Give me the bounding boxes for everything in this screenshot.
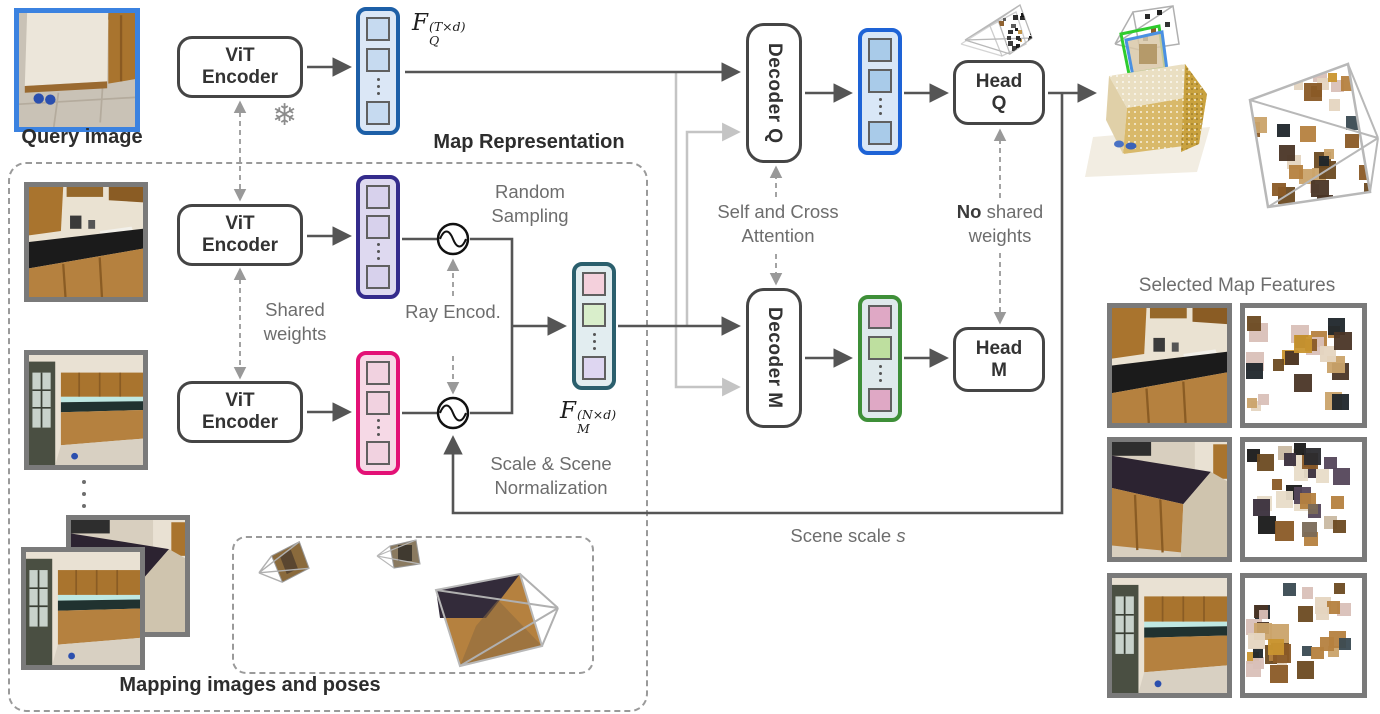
selected-map-features-title: Selected Map Features xyxy=(1138,275,1336,296)
scene-scale-label: Scene scale s xyxy=(790,525,906,546)
decoder-m: Decoder M xyxy=(746,288,802,428)
selected-patches-1 xyxy=(1240,303,1367,428)
selected-image-1 xyxy=(1107,303,1232,428)
ray-encod-label: Ray Encod. xyxy=(405,301,501,322)
map-feature-column-purple xyxy=(356,175,400,299)
selected-image-3 xyxy=(1107,573,1232,698)
selected-patches-3 xyxy=(1240,573,1367,698)
selected-patches-2 xyxy=(1240,437,1367,562)
decoded-query-column xyxy=(858,28,902,155)
query-image xyxy=(14,8,140,132)
no-shared-weights-label: No shared weights xyxy=(956,201,1044,246)
fm-label: F(N×d)M xyxy=(560,398,617,437)
query-image-label: Query image xyxy=(21,126,143,148)
camera-poses-visualization xyxy=(258,539,559,668)
map-feature-column-pink xyxy=(356,351,400,475)
ray-encoding-icon-2 xyxy=(436,396,470,430)
mapping-image-1 xyxy=(24,182,148,302)
ray-encoding-icon-1 xyxy=(436,222,470,256)
mapping-image-3 xyxy=(21,547,145,670)
poses-region xyxy=(232,536,594,674)
query-feature-column xyxy=(356,7,400,135)
shared-weights-label: Shared weights xyxy=(263,299,327,344)
fq-label: F(T×d)Q xyxy=(412,10,466,49)
decoded-map-column xyxy=(858,295,902,422)
scene-point-cloud xyxy=(1085,5,1210,177)
decoder-q: Decoder Q xyxy=(746,23,802,163)
mapping-image-2 xyxy=(24,350,148,470)
selected-image-2 xyxy=(1107,437,1232,562)
self-cross-attention-label: Self and Cross Attention xyxy=(717,201,839,246)
more-images-ellipsis xyxy=(82,492,86,496)
map-features-frustum-wireframe xyxy=(1248,62,1379,209)
random-sampling-label: Random Sampling xyxy=(491,181,569,226)
mapping-images-poses-label: Mapping images and poses xyxy=(119,674,381,696)
scale-scene-normalization-label: Scale & Scene Normalization xyxy=(490,453,612,498)
map-representation-column xyxy=(572,262,616,390)
query-pose-frustum-cloud xyxy=(960,3,1033,57)
frozen-snowflake-icon: ❄ xyxy=(272,99,298,132)
map-representation-label: Map Representation xyxy=(433,131,625,153)
